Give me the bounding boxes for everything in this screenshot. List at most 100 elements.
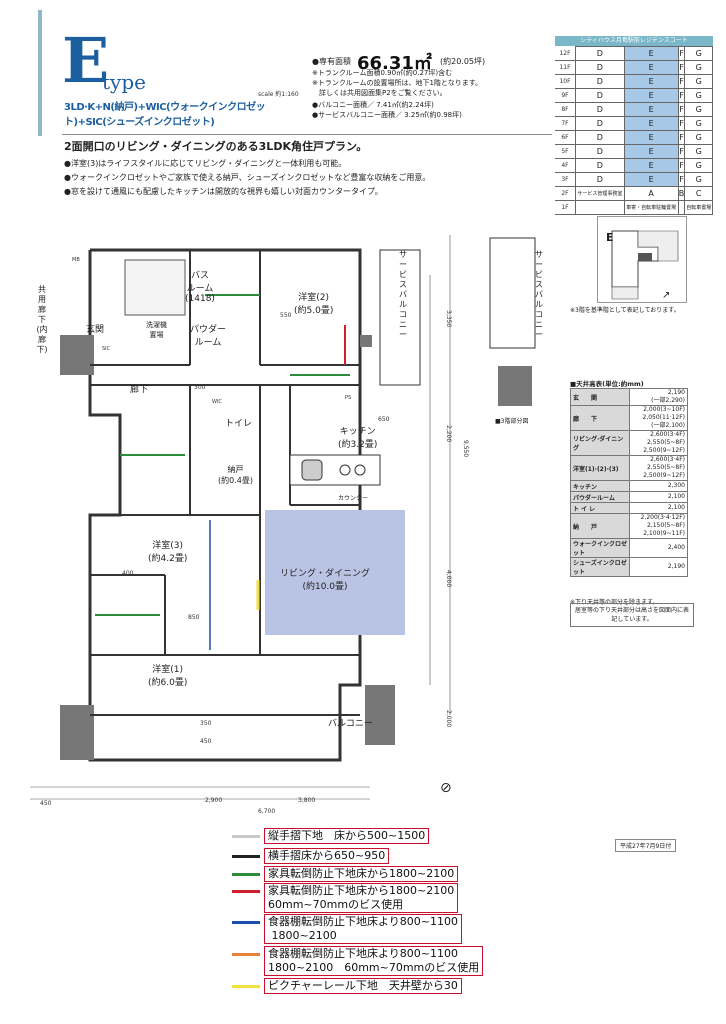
date-note: 平成27年7月9日付 (615, 839, 677, 852)
key-plan-letter: E (606, 231, 614, 244)
floor-cell: F (677, 60, 686, 75)
type-accent-bar (38, 10, 42, 136)
dim-left-width: 2,900 (205, 797, 223, 804)
floor-cell: E (623, 102, 679, 117)
dim-2200: 2,200 (445, 425, 452, 443)
dim-3350: 3,350 (445, 310, 452, 328)
legend-label: 家具転倒防止下地床から1800~2100 (264, 866, 459, 882)
floor-label: 6F (555, 130, 576, 145)
floor-label: 8F (555, 102, 576, 117)
key-plan-drawing (611, 230, 679, 300)
legend-label: 縦手摺下地 床から500~1500 (264, 828, 430, 844)
ceiling-room: 廊 下 (570, 405, 630, 431)
floor-cell: F (677, 102, 686, 117)
floor-cell: F (677, 74, 686, 89)
floor-label: 10F (555, 74, 576, 89)
dim-2000: 2,000 (445, 710, 452, 728)
spec-line: 詳しくは共用図面集P2をご覧ください。 (312, 89, 447, 97)
ceiling-room: キッチン (570, 480, 630, 492)
floor-cell: F (677, 172, 686, 187)
ceiling-height: 2,400 (629, 538, 688, 558)
dim-550: 550 (280, 312, 292, 319)
floor-cell: F (677, 46, 686, 61)
room-service-balcony: サービスバルコニー (399, 250, 407, 339)
type-word: type (102, 70, 146, 94)
room-storage: 納戸 (約0.4畳) (218, 465, 253, 485)
ceiling-room: リビング·ダイニング (570, 430, 630, 456)
floor-label: 4F (555, 158, 576, 173)
room-powder: パウダー ルーム (190, 325, 227, 348)
floor-cell: G (684, 88, 713, 103)
column (60, 335, 94, 375)
ceiling-height: 2,100 (629, 502, 688, 514)
spec-line: ※トランクルーム面積0.90㎡(約0.27坪)含む (312, 69, 453, 77)
floor-table-title: シティハウス月島駅前レジデンスコート (555, 36, 713, 46)
room-corridor: 廊下 (130, 385, 149, 395)
room-western-2: 洋室(2) (約5.0畳) (294, 293, 334, 316)
floor-cell: G (684, 60, 713, 75)
floor-cell: G (684, 158, 713, 173)
floor-cell: 車寄・自転車駐輪置場 (623, 200, 679, 215)
floor-cell: E (623, 130, 679, 145)
dim-350: 350 (200, 720, 212, 727)
floor-cell (677, 200, 686, 215)
floor-cell: E (623, 144, 679, 159)
headline: 2面開口のリビング・ダイニングのある3LDK角住戸プラン。 (64, 140, 368, 153)
common-corridor: 共用廊下(内廊下) (36, 285, 48, 354)
dim-total-width: 6,700 (258, 808, 276, 815)
floor-cell: E (623, 116, 679, 131)
spec-line: ●バルコニー面積／ 7.41㎡(約2.24坪) (312, 101, 434, 109)
floor-cell: G (684, 144, 713, 159)
wic-label: WIC (212, 399, 222, 405)
legend-swatch (232, 835, 260, 838)
floor-cell (575, 200, 625, 215)
floor-cell: F (677, 88, 686, 103)
room-living-dining: リビング・ダイニング (約10.0畳) (280, 569, 371, 592)
floor-cell: D (575, 102, 625, 117)
room-balcony: バルコニー (328, 719, 373, 729)
floor-cell: F (677, 158, 686, 173)
ceiling-height: 2,300 (629, 480, 688, 492)
feature-bullet: ●洋室(3)はライフスタイルに応じてリビング・ダイニングと一体利用も可能。 (64, 159, 347, 168)
ceiling-room: パウダールーム (570, 491, 630, 503)
dim-650: 650 (378, 416, 390, 423)
floor-cell: G (684, 102, 713, 117)
key-plan-note: ※3階を基準階として表記しております。 (570, 307, 680, 314)
legend-label: ピクチャーレール下地 天井壁から30 (264, 978, 462, 994)
dim-left-margin: 450 (40, 800, 52, 807)
floor-label: 11F (555, 60, 576, 75)
legend-label: 食器棚転倒防止下地床より800~1100 1800~2100 60mm~70mm… (264, 946, 484, 976)
floor-cell: G (684, 172, 713, 187)
floor-cell: G (684, 74, 713, 89)
floor-cell: D (575, 46, 625, 61)
floor-label: 1F (555, 200, 576, 215)
ceiling-room: ウォークインクロゼット (570, 538, 630, 558)
floor-cell: E (623, 60, 679, 75)
room-western-1: 洋室(1) (約6.0畳) (148, 665, 188, 688)
key-plan: E (597, 216, 687, 303)
scale-label: scale 約1:160 (258, 91, 299, 98)
ceiling-note: ※下り天井等の部分を除きます。 (570, 599, 659, 606)
dim-right-width: 3,800 (298, 797, 316, 804)
floor-cell: B (677, 186, 686, 201)
ceiling-height: 2,200(3·4·12F) 2,150(5~8F) 2,100(9~11F) (629, 513, 688, 539)
floor-cell: E (623, 46, 679, 61)
column (365, 685, 395, 745)
ceiling-room: シューズインクロゼット (570, 557, 630, 577)
floor-cell: サービス管理事務室 (575, 186, 625, 201)
